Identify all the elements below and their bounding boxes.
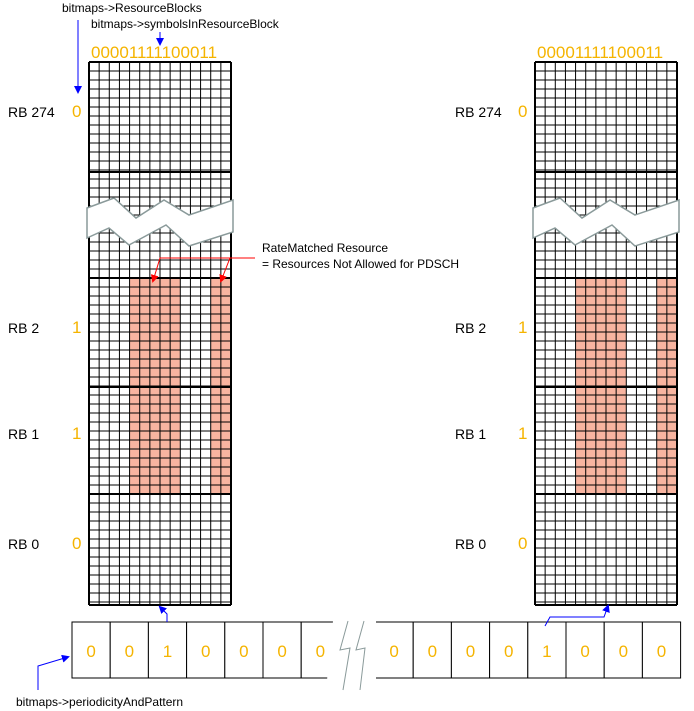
rb-label: RB 0 <box>455 536 486 552</box>
pattern-cell <box>224 621 264 679</box>
rb-bit: 0 <box>518 534 527 553</box>
resource-grid-left <box>86 61 234 606</box>
pattern-bit: 0 <box>201 642 210 661</box>
pattern-cell <box>450 621 491 679</box>
pattern-bit: 0 <box>657 642 666 661</box>
rb-label: RB 2 <box>8 320 39 336</box>
pattern-bit: 0 <box>619 642 628 661</box>
pattern-bit: 0 <box>86 642 95 661</box>
pattern-bit: 0 <box>580 642 589 661</box>
ratematched-arrow-1 <box>150 257 255 283</box>
rb-label: RB 274 <box>8 104 55 120</box>
rb-label: RB 274 <box>455 104 502 120</box>
rb-bit: 1 <box>72 424 81 443</box>
pattern-bit: 0 <box>125 642 134 661</box>
ratematched-label-1: RateMatched Resource <box>262 241 388 255</box>
pattern-cell <box>565 621 605 679</box>
rb-label: RB 1 <box>455 426 486 442</box>
pattern-cell <box>186 621 226 679</box>
pattern-bit: 0 <box>389 642 398 661</box>
ratematched-label-2: = Resources Not Allowed for PDSCH <box>262 257 459 271</box>
pattern-cell <box>374 621 414 679</box>
resource-grid-right <box>532 61 680 606</box>
pattern-cell <box>109 621 149 679</box>
periodicity-label: bitmaps->periodicityAndPattern <box>16 695 183 709</box>
pattern-bit: 1 <box>542 642 551 661</box>
rb-label: RB 2 <box>455 320 486 336</box>
rb-label: RB 0 <box>8 536 39 552</box>
pattern-cell <box>641 621 682 679</box>
rb-bit: 0 <box>72 534 81 553</box>
pattern-break-line <box>339 620 351 691</box>
periodicity-arrow <box>37 654 70 690</box>
pattern-to-grid-arrow-left <box>158 605 168 622</box>
pattern-bit: 0 <box>316 642 325 661</box>
pattern-break-gap <box>326 621 376 690</box>
pattern-bit: 1 <box>163 642 172 661</box>
pattern-bit: 0 <box>466 642 475 661</box>
rb-bit: 0 <box>72 102 81 121</box>
pattern-cell <box>489 621 529 679</box>
pattern-bit: 0 <box>239 642 248 661</box>
symbol-bitmap-right: 00001111100011 <box>537 43 663 62</box>
resource-blocks-label: bitmaps->ResourceBlocks <box>62 1 202 15</box>
rb-bit: 1 <box>518 318 527 337</box>
pattern-break-line <box>355 620 366 691</box>
pattern-cell <box>71 621 111 679</box>
rb-bit: 1 <box>72 318 81 337</box>
rb-label: RB 1 <box>8 426 39 442</box>
rb-bit: 1 <box>518 424 527 443</box>
pattern-bit: 0 <box>504 642 513 661</box>
ratematched-arrow-2 <box>219 257 255 283</box>
pattern-to-grid-arrow-right <box>544 604 610 627</box>
break-zigzag <box>532 197 680 247</box>
rb-bit: 0 <box>518 102 527 121</box>
pattern-bit: 0 <box>277 642 286 661</box>
break-zigzag <box>86 197 234 247</box>
symbols-in-rb-label: bitmaps->symbolsInResourceBlock <box>91 17 280 31</box>
pattern-cell <box>603 621 643 679</box>
symbol-bitmap-left: 00001111100011 <box>91 43 217 62</box>
pattern-bit: 0 <box>428 642 437 661</box>
